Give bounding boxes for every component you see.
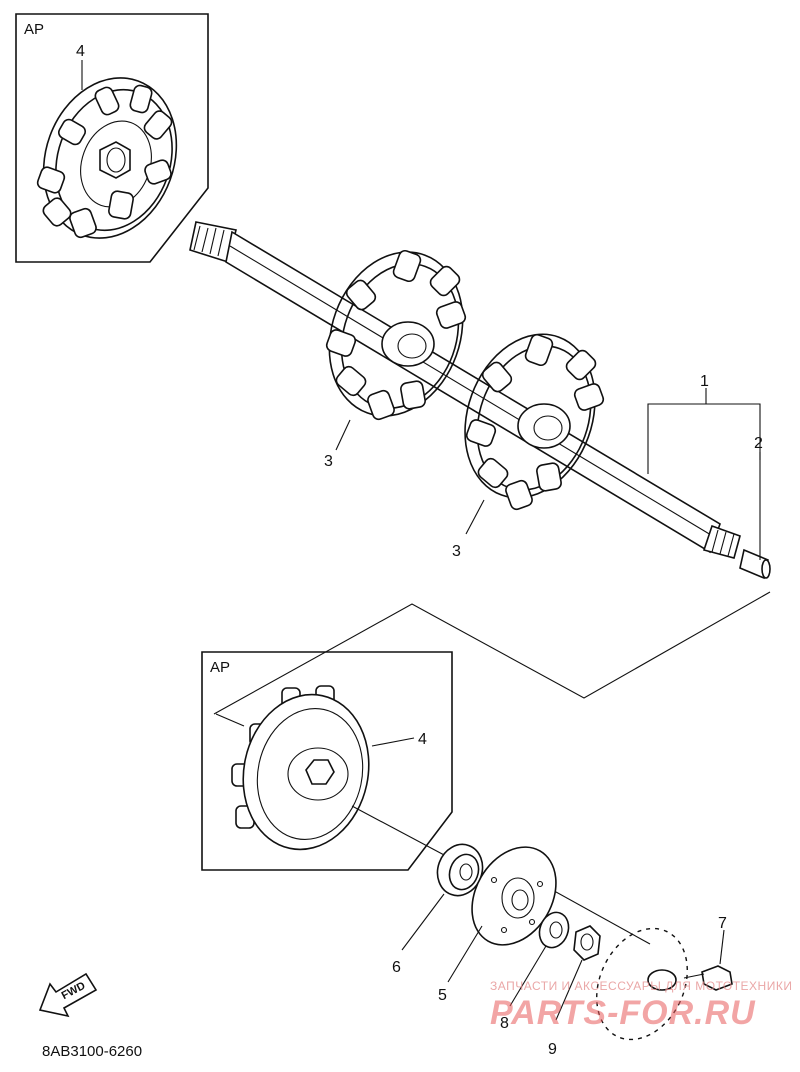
sprocket-wheel-mid — [231, 685, 370, 851]
callout-5: 5 — [438, 987, 447, 1004]
bearing-6 — [436, 843, 484, 897]
flange-plate-5 — [471, 846, 557, 946]
leader-4-mid — [371, 737, 415, 747]
ap-inset-mid: AP 4 — [201, 651, 453, 871]
bolt-7 — [683, 965, 733, 991]
callout-8: 8 — [500, 1015, 509, 1032]
sprocket-3b — [464, 333, 605, 511]
watermark-line1: ЗАПЧАСТИ И АКСЕССУАРЫ ДЛЯ МОТОТЕХНИКИ — [490, 979, 792, 993]
cover-ring-dashed — [596, 927, 688, 1041]
callout-6: 6 — [392, 959, 401, 976]
fwd-arrow-icon: FWD — [38, 972, 98, 1018]
washer-8 — [538, 911, 570, 949]
callout-1: 1 — [700, 373, 709, 390]
callout-4-top: 4 — [76, 43, 85, 60]
leader-3b — [465, 499, 485, 535]
watermark-line2: PARTS-FOR.RU — [490, 994, 756, 1032]
callout-3b: 3 — [452, 543, 461, 560]
drive-shaft-assembly — [189, 221, 771, 580]
ap-label-top: AP — [24, 21, 44, 38]
callout-3a: 3 — [324, 453, 333, 470]
ap-label-mid: AP — [210, 659, 230, 676]
callout-4-mid: 4 — [418, 731, 427, 748]
sprocket-wheel-top — [36, 77, 178, 239]
leader-3a — [335, 419, 351, 451]
callout-2: 2 — [754, 435, 763, 452]
nut-9 — [573, 925, 601, 961]
callout-7: 7 — [718, 915, 727, 932]
assembly-connector — [213, 591, 771, 715]
drawing-code: 8AB3100-6260 — [42, 1043, 142, 1060]
ap-inset-top: AP 4 — [15, 13, 209, 263]
sprocket-3a — [325, 249, 467, 421]
callout-9: 9 — [548, 1041, 557, 1058]
